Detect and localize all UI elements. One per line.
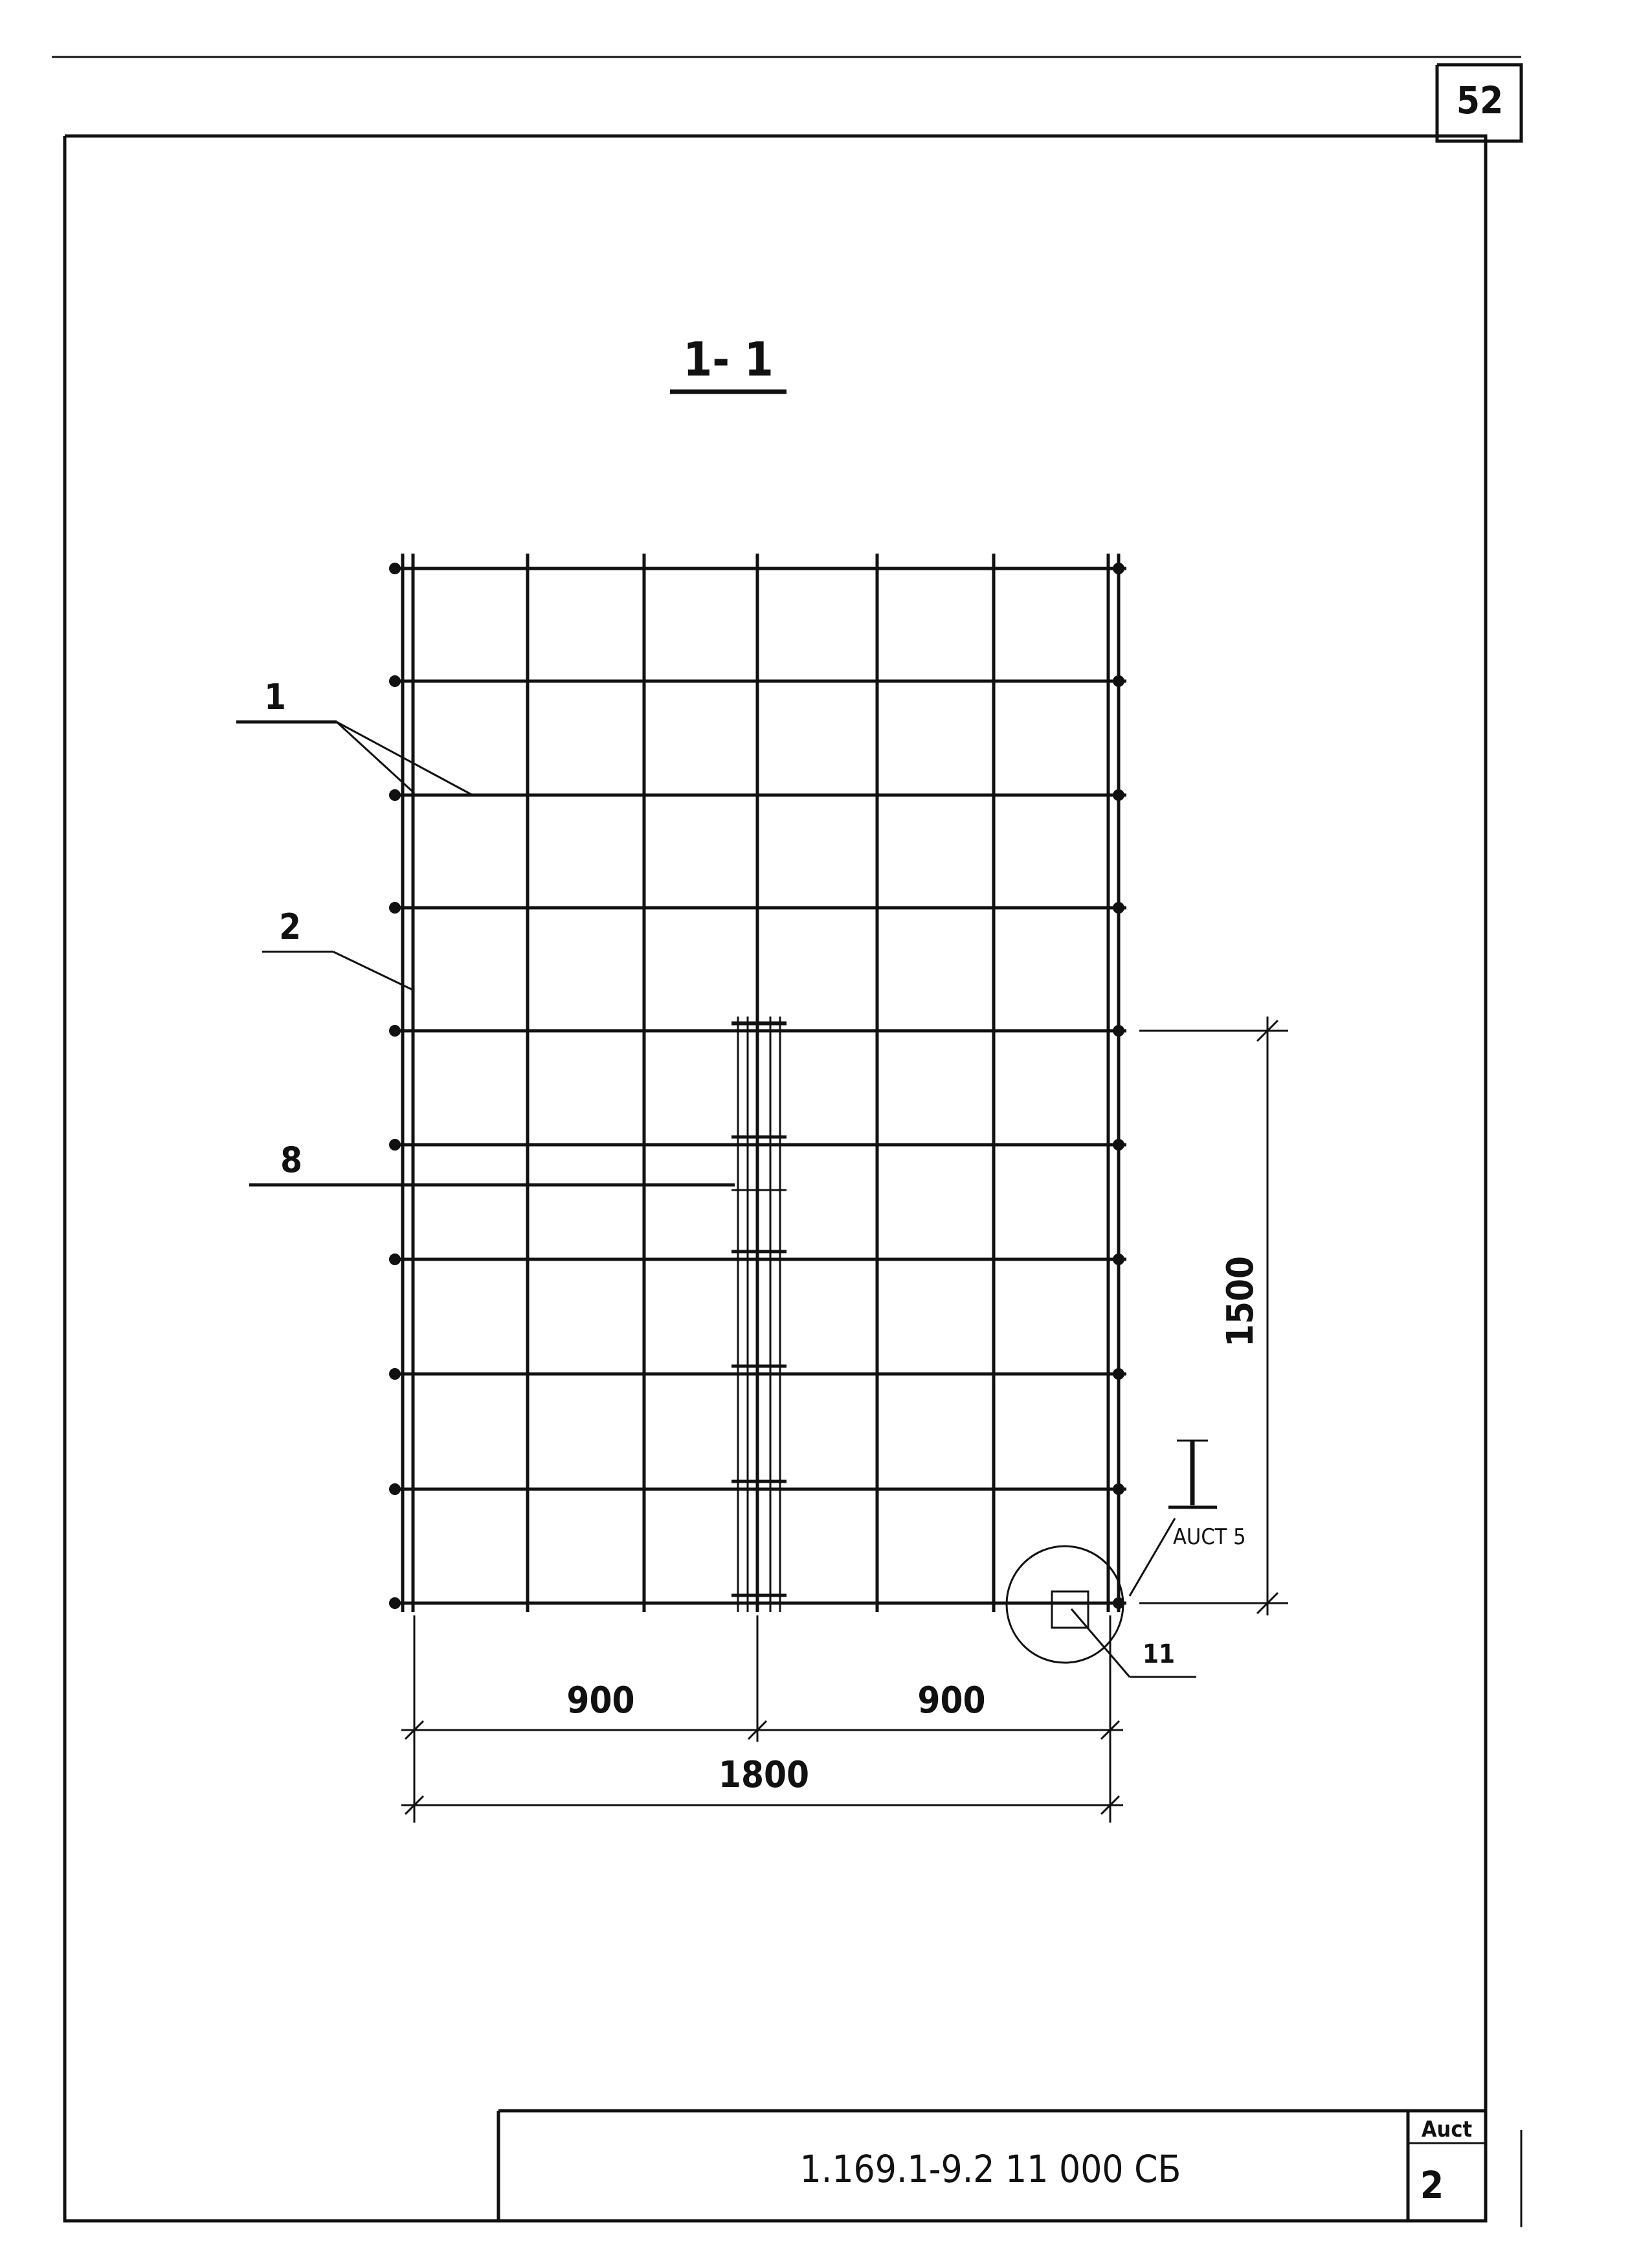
sheet-corner-number: 52 — [1457, 78, 1504, 122]
callout-8: 8 — [249, 1140, 735, 1187]
center-embedded-frame — [731, 1017, 787, 1612]
sheet-label: Auct — [1422, 2117, 1472, 2142]
bar-end-left — [389, 563, 401, 574]
bar-end-left — [389, 902, 401, 914]
detail-circle: 11 — [1005, 1545, 1196, 1678]
callout-1: 1 — [236, 677, 473, 796]
dimension-left-half: 900 — [566, 1680, 634, 1722]
bar-end-left — [389, 1025, 401, 1037]
callout-1-label: 1 — [264, 677, 286, 717]
callout-11-label: 11 — [1143, 1639, 1175, 1669]
detail-marker-sheet-ref: AUCT 5 — [1173, 1524, 1246, 1550]
dimension-halves: 900 900 — [401, 1615, 1123, 1823]
reinforcement-mesh — [389, 554, 1126, 1612]
section-title: 1- 1 — [683, 332, 774, 387]
sheet-number: 2 — [1420, 2163, 1444, 2207]
callout-8-label: 8 — [280, 1140, 302, 1180]
dimension-right-half: 900 — [917, 1680, 985, 1722]
bar-end-left — [389, 1139, 401, 1151]
detail-marker: I AUCT 5 — [1128, 1439, 1246, 1597]
bar-end-left — [389, 1483, 401, 1495]
bar-end-left — [389, 1368, 401, 1380]
document-code: 1.169.1-9.2 11 000 CБ — [800, 2147, 1181, 2191]
bar-end-left — [389, 789, 401, 801]
title-block — [497, 2109, 1523, 2227]
callout-2-label: 2 — [279, 906, 301, 947]
dimension-height-label: 1500 — [1220, 1256, 1262, 1347]
bar-end-left — [389, 1597, 401, 1609]
bar-end-left — [389, 1253, 401, 1265]
sheet-frame — [52, 56, 1523, 2223]
callout-2: 2 — [262, 906, 415, 992]
dimension-height: 1500 — [1139, 1017, 1288, 1615]
dimension-total-label: 1800 — [719, 1754, 809, 1796]
bar-end-left — [389, 675, 401, 687]
dimension-total: 1800 — [401, 1754, 1123, 1815]
